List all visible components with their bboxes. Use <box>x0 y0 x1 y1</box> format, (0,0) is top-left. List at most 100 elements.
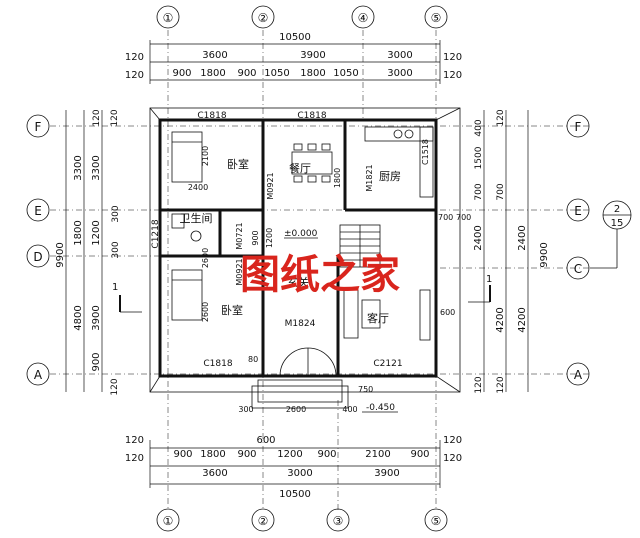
dim-value: 400 <box>474 119 484 136</box>
dim-value: 300 <box>111 241 121 258</box>
room-label-bedroom: 卧室 <box>227 157 249 171</box>
room-label-living: 客厅 <box>367 311 389 325</box>
dim-value: 2100 <box>365 449 390 460</box>
dim-value: 600 <box>256 435 275 446</box>
dim-value: 120 <box>474 376 484 393</box>
axis-label: F <box>35 120 42 134</box>
axis-label: ④ <box>358 11 369 25</box>
dim-value: 120 <box>92 109 102 126</box>
axis-label: E <box>574 204 582 218</box>
door-label: M1821 <box>365 164 374 191</box>
entry-door <box>279 347 337 377</box>
dim-value: 120 <box>443 52 462 63</box>
dim-value: 600 <box>440 308 455 317</box>
axis-label: A <box>574 368 583 382</box>
axis-label: ② <box>258 514 269 528</box>
room-label-bedroom: 卧室 <box>221 303 243 317</box>
room-label-dining: 餐厅 <box>289 161 311 175</box>
dim-value: 1800 <box>200 449 225 460</box>
dim-value: 120 <box>110 109 120 126</box>
dim-value: 1800 <box>200 68 225 79</box>
room-label-kitchen: 厨房 <box>379 170 401 183</box>
dim-value: 3900 <box>300 50 325 61</box>
door-label: M0921 <box>266 172 275 199</box>
door-label: M1824 <box>285 319 316 329</box>
section-label: 1 <box>112 282 118 293</box>
dim-value: 2400 <box>473 225 484 250</box>
detail-number: 2 <box>614 204 620 215</box>
kitchen-counter <box>364 126 434 198</box>
dim-value: 900 <box>251 230 260 245</box>
dim-value: 120 <box>110 378 120 395</box>
dim-value: 120 <box>443 70 462 81</box>
outer-walls <box>149 107 461 393</box>
window-label: C1818 <box>297 111 326 121</box>
dim-value: 900 <box>173 449 192 460</box>
window-label: C1218 <box>151 219 161 248</box>
dim-value: 700 <box>456 213 471 222</box>
dim-value: 700 <box>438 213 453 222</box>
dim-value: 1800 <box>73 220 84 245</box>
beds <box>171 131 203 321</box>
door-label: M0721 <box>235 222 244 249</box>
dim-value: 900 <box>317 449 336 460</box>
dim-value: 3600 <box>202 50 227 61</box>
bottom-dimensions: 900 1800 900 600 1200 900 2100 900 3600 … <box>125 435 462 500</box>
axis-bubbles-right: F E C A <box>566 114 590 386</box>
dim-value: 3000 <box>387 50 412 61</box>
detail-reference: 2 15 <box>590 200 632 269</box>
dim-value: 1800 <box>333 168 342 188</box>
dim-value: 80 <box>248 355 258 364</box>
dim-value: 700 <box>496 183 506 200</box>
section-marks: 1 1 <box>112 274 492 313</box>
dim-total: 9900 <box>55 242 66 267</box>
window-label: C1818 <box>197 111 226 121</box>
dim-value: 750 <box>358 385 373 394</box>
axis-label: ⑤ <box>431 11 442 25</box>
dim-value: 4200 <box>517 307 528 332</box>
dim-value: 1800 <box>300 68 325 79</box>
dim-value: 1050 <box>333 68 358 79</box>
dim-value: 120 <box>443 453 462 464</box>
dim-value: 2600 <box>286 405 306 414</box>
room-label-bathroom: 卫生间 <box>180 211 213 225</box>
dim-value: 120 <box>125 52 144 63</box>
dim-value: 120 <box>125 453 144 464</box>
dim-value: 300 <box>238 405 253 414</box>
dim-value: 900 <box>91 352 102 371</box>
dim-value: 1200 <box>277 449 302 460</box>
axis-label: ② <box>258 11 269 25</box>
dim-value: 120 <box>496 109 506 126</box>
axis-label: ③ <box>333 514 344 528</box>
dim-value: 3300 <box>73 155 84 180</box>
dim-value: 3900 <box>91 305 102 330</box>
dim-value: 1500 <box>474 146 484 169</box>
dim-value: 120 <box>125 435 144 446</box>
window-label: C1518 <box>421 139 430 165</box>
dim-value: 1200 <box>265 228 274 248</box>
dim-value: 120 <box>125 70 144 81</box>
floor-level: ±0.000 <box>284 229 318 239</box>
dim-value: 4200 <box>495 307 506 332</box>
dim-value: 300 <box>111 205 121 222</box>
axis-label: ① <box>163 11 174 25</box>
dim-value: 3000 <box>287 468 312 479</box>
detail-sheet: 15 <box>611 218 624 229</box>
axis-label: E <box>34 204 42 218</box>
dim-value: 2400 <box>517 225 528 250</box>
axis-bubbles-left: F E D A <box>26 114 50 386</box>
dim-value: 2600 <box>201 302 210 322</box>
axis-label: D <box>33 250 42 264</box>
dim-total: 10500 <box>279 32 311 43</box>
dim-value: 3000 <box>387 68 412 79</box>
outside-level: -0.450 <box>366 403 395 413</box>
dim-value: 3600 <box>202 468 227 479</box>
dim-value: 2100 <box>201 146 210 166</box>
dim-value: 2400 <box>188 183 208 192</box>
staircase <box>339 224 381 268</box>
right-dimensions: 9900 400 1500 700 700 2400 2400 4200 420… <box>473 109 550 393</box>
dim-value: 900 <box>172 68 191 79</box>
dim-total: 9900 <box>539 242 550 267</box>
door-label: M0921 <box>235 258 244 285</box>
